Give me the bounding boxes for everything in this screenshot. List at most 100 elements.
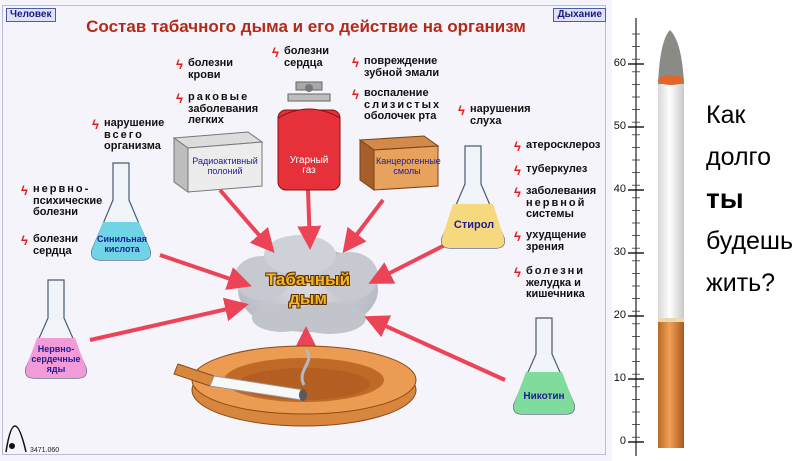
note-nervous: ϟ заболевания нервной системы xyxy=(514,185,597,221)
note-lung-cancer: ϟ раковые заболевания легких xyxy=(176,91,259,127)
note-enamel-line1: повреждение xyxy=(364,55,438,67)
carcinogens-label: Канцерогенные смолы xyxy=(376,156,441,176)
cyanide-label: Синильная кислота xyxy=(92,234,152,254)
co-cylinder xyxy=(277,81,341,191)
ruler-tick-label: 20 xyxy=(613,309,626,321)
co-label-line2: газ xyxy=(302,165,316,176)
question-line1: Как xyxy=(706,101,746,129)
ruler-tick-label: 50 xyxy=(613,120,626,132)
nerve-poisons-label-line3: яды xyxy=(46,364,66,374)
arrow-co xyxy=(297,189,322,250)
diagram-graphics xyxy=(5,81,575,453)
lightning-icon: ϟ xyxy=(352,87,359,102)
note-atherosclerosis: ϟ атеросклероз xyxy=(514,139,600,153)
note-lung-cancer-line2: заболевания xyxy=(188,102,259,115)
tobacco-smoke-label: Табачный дым xyxy=(243,270,373,308)
note-enamel: ϟ повреждение зубной эмали xyxy=(352,55,440,79)
ashtray-cigarette xyxy=(173,363,307,401)
note-blood-line2: крови xyxy=(188,68,221,81)
lifespan-question: Как долго ты будешь жить? xyxy=(706,94,793,304)
note-hearing: ϟ нарушения слуха xyxy=(458,103,531,127)
lightning-icon: ϟ xyxy=(352,55,359,70)
co-label-line1: Угарный xyxy=(289,155,329,166)
logo xyxy=(5,425,27,453)
nicotine-label: Никотин xyxy=(514,392,574,402)
lightning-icon: ϟ xyxy=(272,45,279,60)
lightning-icon: ϟ xyxy=(21,183,28,198)
tobacco-smoke-label-line1: Табачный xyxy=(265,270,351,289)
note-blood: ϟ болезни крови xyxy=(176,57,234,81)
lightning-icon: ϟ xyxy=(21,233,28,248)
note-stomach-line1: болезни xyxy=(526,265,586,277)
left-tag: Человек xyxy=(6,8,56,22)
arrow-carcinogens xyxy=(342,198,385,254)
arrow-nerve-poisons xyxy=(89,297,249,342)
nerve-poisons-label: Нервно- сердечные яды xyxy=(26,344,86,374)
lightning-icon: ϟ xyxy=(92,117,99,132)
note-whole-body: ϟ нарушение всего организма xyxy=(92,117,164,153)
cyanide-label-line1: Синильная xyxy=(97,234,147,244)
note-neuro-line1: нервно- xyxy=(33,183,91,195)
carcinogens-label-line2: смолы xyxy=(393,166,421,176)
lightning-icon: ϟ xyxy=(514,229,521,244)
arrows xyxy=(89,188,506,382)
styrene-flask xyxy=(441,145,505,249)
ruler xyxy=(628,18,644,456)
lightning-icon: ϟ xyxy=(514,163,521,178)
note-blood-line1: болезни xyxy=(188,57,234,69)
lightning-icon: ϟ xyxy=(514,185,521,200)
nerve-poisons-label-line1: Нервно- xyxy=(37,344,75,354)
co-label: Угарный газ xyxy=(282,156,336,176)
polonium-box xyxy=(172,131,264,193)
lightning-icon: ϟ xyxy=(176,91,183,106)
ashtray xyxy=(191,345,417,427)
burning-cigarette xyxy=(658,30,684,448)
ruler-ticks xyxy=(628,33,644,443)
note-whole-body-line2: всего xyxy=(104,128,144,141)
question-line4: будешь xyxy=(706,227,794,255)
right-tag: Дыхание xyxy=(553,8,606,22)
cigarette-paper xyxy=(658,80,684,320)
ruler-tick-label: 10 xyxy=(613,372,626,384)
note-heart-top: ϟ болезни сердца xyxy=(272,45,329,69)
note-mucosa-line2: слизистых xyxy=(364,98,442,111)
ruler-tick-label: 60 xyxy=(613,57,626,69)
nerve-poisons-flask xyxy=(25,279,87,379)
note-stomach: ϟ болезни желудка и кишечника xyxy=(514,265,586,301)
lightning-icon: ϟ xyxy=(176,57,183,72)
note-tuberculosis-line1: туберкулез xyxy=(526,163,588,175)
note-heart-top-line2: сердца xyxy=(284,56,323,69)
ruler-tick-label: 0 xyxy=(619,435,626,447)
note-vision: ϟ ухудщение зрения xyxy=(514,229,587,253)
cyanide-flask xyxy=(91,162,151,261)
lightning-icon: ϟ xyxy=(458,103,465,118)
note-mucosa: ϟ воспаление слизистых оболочек рта xyxy=(352,87,442,123)
note-neuro-line3: болезни xyxy=(33,206,79,218)
note-neuro-line2: психические xyxy=(33,194,103,207)
question-line3: ты xyxy=(706,183,744,214)
note-stomach-line3: кишечника xyxy=(526,288,585,300)
ruler-tick-label: 30 xyxy=(613,246,626,258)
arrow-nicotine xyxy=(364,315,506,382)
carcinogens-label-line1: Канцерогенные xyxy=(376,156,441,166)
note-stomach-line2: желудка и xyxy=(526,276,581,289)
nicotine-label-line1: Никотин xyxy=(523,391,565,402)
note-nervous-line1: заболевания xyxy=(526,185,597,197)
lightning-icon: ϟ xyxy=(514,265,521,280)
cigarette-filter xyxy=(658,320,684,448)
polonium-label: Радиоактивный полоний xyxy=(190,156,260,176)
note-nervous-line2: нервной xyxy=(526,196,587,209)
arrow-styrene xyxy=(368,243,446,284)
arrow-cyanide xyxy=(159,253,252,290)
note-enamel-line2: зубной эмали xyxy=(364,66,440,79)
ruler-tick-label: 40 xyxy=(613,183,626,195)
note-lung-cancer-line3: легких xyxy=(188,114,224,126)
note-tuberculosis: ϟ туберкулез xyxy=(514,163,588,177)
carcinogens-box xyxy=(358,135,440,191)
lightning-icon: ϟ xyxy=(514,139,521,154)
question-line2: долго xyxy=(706,143,772,171)
note-hearing-line1: нарушения xyxy=(470,103,531,115)
note-vision-line1: ухудщение xyxy=(526,229,587,241)
styrene-label: Стирол xyxy=(444,220,504,231)
note-hearing-line2: слуха xyxy=(470,114,502,127)
